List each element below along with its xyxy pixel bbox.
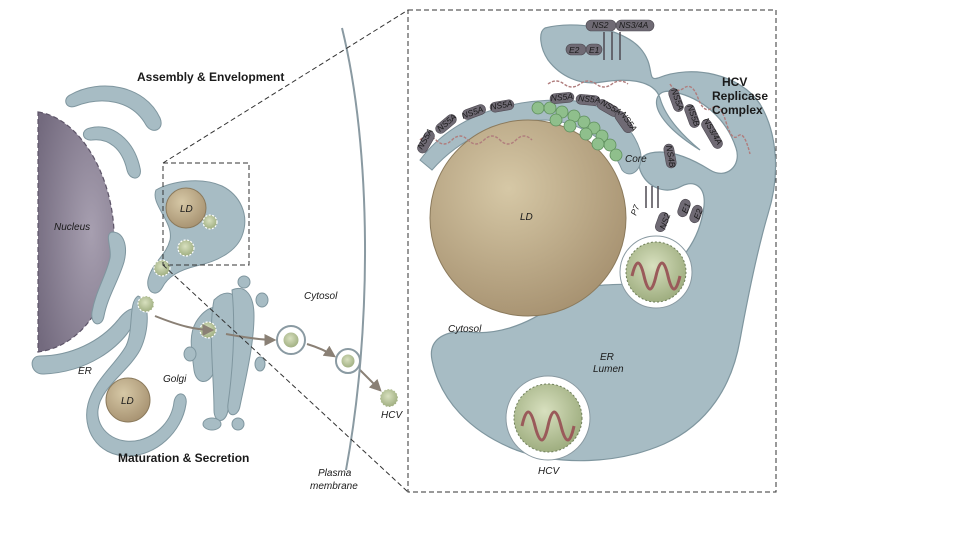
- ld-upper-label: LD: [180, 204, 193, 215]
- e2-middle-label: E2: [691, 207, 704, 220]
- lipid-droplet-lower: [105, 377, 151, 423]
- p7-label: P7: [628, 203, 641, 216]
- replicase-heading-2: Replicase: [712, 89, 768, 103]
- core-label: Core: [625, 154, 647, 165]
- replicase-proteins: [663, 88, 723, 169]
- er-lumen-label-2: Lumen: [593, 364, 624, 375]
- er-lumen-label-1: ER: [600, 352, 614, 363]
- e1-middle-label: E1: [679, 201, 692, 214]
- golgi-stacks: [183, 275, 269, 431]
- hcv-left-label: HCV: [381, 410, 403, 421]
- secretory-virion-1: [282, 331, 300, 349]
- hcv-right-label: HCV: [538, 466, 560, 477]
- middle-membrane-proteins: [645, 186, 703, 232]
- mature-virion: [505, 375, 591, 461]
- e2-top-label: E2: [569, 45, 580, 55]
- secretion-arrows: [154, 315, 382, 392]
- top-membrane-proteins: [565, 19, 655, 60]
- ns5a-label-6: NS5A: [578, 93, 601, 105]
- assembly-heading: Assembly & Envelopment: [137, 70, 284, 84]
- er-label: ER: [78, 366, 92, 377]
- ns34a-top-label: NS3/4A: [619, 20, 649, 30]
- golgi-label: Golgi: [163, 374, 187, 385]
- lipid-droplet-upper: [165, 187, 207, 229]
- ns5a-label-4: NS5A: [490, 98, 514, 112]
- ld-lower-label: LD: [121, 396, 134, 407]
- e1-top-label: E1: [589, 45, 600, 55]
- secretory-virion-2: [340, 353, 356, 369]
- released-virion: [379, 388, 399, 408]
- cytosol-right-label: Cytosol: [448, 324, 482, 335]
- zoom-line-top: [162, 9, 409, 164]
- zoom-box: [162, 162, 250, 266]
- ns5a-protein-group: [417, 92, 634, 154]
- rna-strands: [419, 80, 751, 155]
- maturation-heading: Maturation & Secretion: [118, 451, 249, 465]
- ns2-top-label: NS2: [592, 20, 609, 30]
- nucleus-label: Nucleus: [54, 222, 90, 233]
- cytosol-left-label: Cytosol: [304, 291, 338, 302]
- budding-virion: [619, 235, 693, 309]
- plasma-membrane: [341, 27, 366, 471]
- ns5a-label-5: NS5A: [550, 91, 573, 103]
- plasma-label-1: Plasma: [318, 468, 352, 479]
- replicase-heading-1: HCV: [722, 75, 747, 89]
- small-virions: [137, 214, 218, 313]
- lipid-droplet-big: [429, 119, 627, 317]
- core-proteins: [531, 101, 623, 162]
- replicase-ns4b-label: NS4B: [664, 145, 678, 169]
- plasma-label-2: membrane: [310, 481, 358, 492]
- replicase-heading-3: Complex: [712, 103, 763, 117]
- ld-big-label: LD: [520, 212, 533, 223]
